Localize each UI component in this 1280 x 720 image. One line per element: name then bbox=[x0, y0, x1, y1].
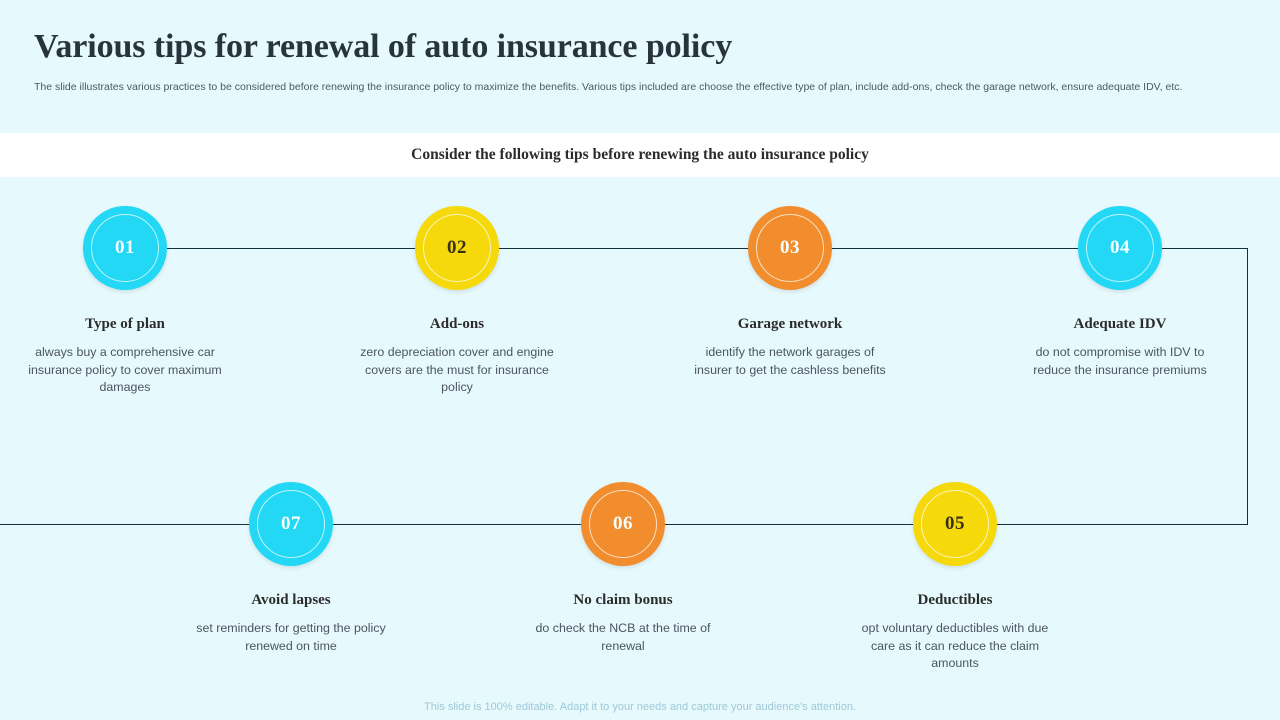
step-number-02: 02 bbox=[447, 237, 467, 258]
step-node-05[interactable]: 05 Deductibles opt voluntary deductibles… bbox=[835, 482, 1075, 673]
slide-header: Various tips for renewal of auto insuran… bbox=[0, 0, 1280, 133]
step-number-07: 07 bbox=[281, 513, 301, 534]
step-title-04: Adequate IDV bbox=[1073, 316, 1167, 332]
step-title-07: Avoid lapses bbox=[251, 592, 331, 608]
step-title-06: No claim bonus bbox=[573, 592, 673, 608]
step-node-06[interactable]: 06 No claim bonus do check the NCB at th… bbox=[503, 482, 743, 655]
step-badge-06[interactable]: 06 bbox=[581, 482, 665, 566]
step-badge-05[interactable]: 05 bbox=[913, 482, 997, 566]
step-badge-07[interactable]: 07 bbox=[249, 482, 333, 566]
step-title-02: Add-ons bbox=[429, 316, 485, 332]
step-node-03[interactable]: 03 Garage network identify the network g… bbox=[670, 206, 910, 379]
step-badge-01[interactable]: 01 bbox=[83, 206, 167, 290]
page-subtitle: The slide illustrates various practices … bbox=[34, 81, 1183, 93]
step-node-04[interactable]: 04 Adequate IDV do not compromise with I… bbox=[1000, 206, 1240, 379]
step-badge-03[interactable]: 03 bbox=[748, 206, 832, 290]
step-desc-02: zero depreciation cover and engine cover… bbox=[360, 345, 554, 394]
step-badge-02[interactable]: 02 bbox=[415, 206, 499, 290]
step-badge-04[interactable]: 04 bbox=[1078, 206, 1162, 290]
section-band: Consider the following tips before renew… bbox=[0, 133, 1280, 177]
section-heading: Consider the following tips before renew… bbox=[411, 146, 869, 163]
step-number-03: 03 bbox=[780, 237, 800, 258]
step-desc-07: set reminders for getting the policy ren… bbox=[196, 621, 386, 653]
step-node-07[interactable]: 07 Avoid lapses set reminders for gettin… bbox=[171, 482, 411, 655]
connector-line-right-vertical bbox=[1247, 248, 1248, 525]
roadmap-diagram: 01 Type of plan always buy a comprehensi… bbox=[0, 177, 1280, 720]
step-desc-06: do check the NCB at the time of renewal bbox=[535, 621, 711, 653]
connector-line-top bbox=[167, 248, 1247, 249]
step-title-05: Deductibles bbox=[917, 592, 993, 608]
step-title-01: Type of plan bbox=[85, 316, 165, 332]
step-number-05: 05 bbox=[945, 513, 965, 534]
step-desc-05: opt voluntary deductibles with due care … bbox=[861, 621, 1049, 670]
page-title: Various tips for renewal of auto insuran… bbox=[34, 28, 733, 65]
step-desc-03: identify the network garages of insurer … bbox=[694, 345, 886, 377]
step-desc-01: always buy a comprehensive car insurance… bbox=[28, 345, 222, 394]
step-number-06: 06 bbox=[613, 513, 633, 534]
step-number-01: 01 bbox=[115, 237, 135, 258]
step-node-01[interactable]: 01 Type of plan always buy a comprehensi… bbox=[5, 206, 245, 397]
footer-note: This slide is 100% editable. Adapt it to… bbox=[424, 701, 856, 713]
step-number-04: 04 bbox=[1110, 237, 1130, 258]
step-desc-04: do not compromise with IDV to reduce the… bbox=[1033, 345, 1207, 377]
step-title-03: Garage network bbox=[737, 316, 843, 332]
step-node-02[interactable]: 02 Add-ons zero depreciation cover and e… bbox=[337, 206, 577, 397]
